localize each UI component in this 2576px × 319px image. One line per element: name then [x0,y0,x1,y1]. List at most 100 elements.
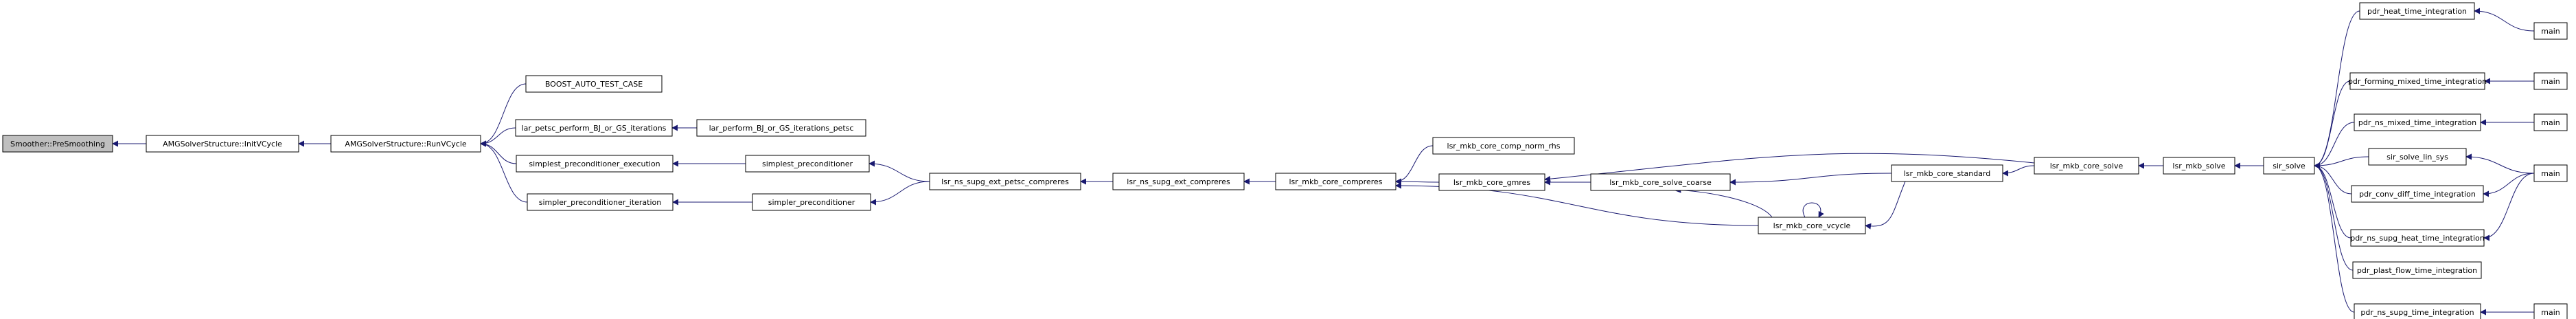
node-sir-solve[interactable]: sir_solve [2263,157,2315,175]
node-main4[interactable]: main [2533,164,2568,182]
node-label: sir_solve [2273,162,2305,170]
node-label: AMGSolverStructure::RunVCycle [345,140,467,148]
edge-main4-to-lin_sys [2465,153,2535,174]
node-label: main [2541,169,2560,178]
edge-main1-to-heat [2474,8,2535,32]
node-vcycle[interactable]: lsr_mkb_core_vcycle [1758,217,1866,234]
node-label: Smoother::PreSmoothing [10,140,105,148]
node-box [2354,113,2481,131]
node-box [1275,173,1396,190]
node-label: lar_petsc_perform_BJ_or_GS_iterations [522,124,667,133]
edge-simpler_iter-to-runvcycle [480,140,528,203]
node-box [1891,164,2003,182]
node-simplest-exec[interactable]: simplest_preconditioner_execution [516,155,674,173]
node-lar-petsc[interactable]: lar_petsc_perform_BJ_or_GS_iterations [515,119,673,137]
node-box [1438,173,1545,191]
node-label: pdr_conv_diff_time_integration [2359,190,2476,199]
edge-vcycle-to-mkb_compreres [1395,182,1759,226]
node-box [2349,72,2485,90]
node-label: lsr_mkb_solve [2172,162,2225,170]
node-box [2533,113,2568,131]
node-mkb-compreres[interactable]: lsr_mkb_core_compreres [1275,173,1396,190]
node-label: main [2541,308,2560,317]
node-label: main [2541,77,2560,86]
edge-lin_sys-to-sir_solve [2314,156,2369,169]
node-label: pdr_ns_supg_time_integration [2360,308,2474,317]
node-runvcycle[interactable]: AMGSolverStructure::RunVCycle [330,135,481,153]
node-label: pdr_forming_mixed_time_integration [2348,77,2487,86]
node-box [1112,173,1245,190]
node-lsr-petsc[interactable]: lsr_ns_supg_ext_petsc_compreres [929,173,1081,190]
node-boost[interactable]: BOOST_AUTO_TEST_CASE [525,75,663,93]
node-label: simpler_preconditioner_iteration [539,198,662,207]
node-box [515,119,673,137]
node-label: pdr_ns_supg_heat_time_integration [2350,234,2484,243]
node-simpler-iter[interactable]: simpler_preconditioner_iteration [527,193,674,211]
node-label: lsr_mkb_core_vcycle [1773,221,1851,230]
node-plast[interactable]: pdr_plast_flow_time_integration [2352,261,2482,279]
node-standard[interactable]: lsr_mkb_core_standard [1891,164,2003,182]
node-main5[interactable]: main [2533,303,2568,319]
node-box [1432,137,1575,155]
node-label: main [2541,118,2560,127]
node-heat[interactable]: pdr_heat_time_integration [2359,2,2475,20]
node-box [527,193,674,211]
node-box [929,173,1081,190]
edge-lsr_petsc-to-simpler [870,181,930,206]
node-lar-perform[interactable]: lar_perform_BJ_or_GS_iterations_petsc [696,119,866,137]
edge-vcycle-to-solve_coarse [1675,186,1773,218]
node-solve-coarse[interactable]: lsr_mkb_core_solve_coarse [1590,173,1731,191]
edge-standard-to-solve_coarse [1729,173,1892,186]
node-box [752,193,871,211]
edge-forming-to-sir_solve [2314,80,2351,169]
node-box [2533,164,2568,182]
node-mkb-solve[interactable]: lsr_mkb_solve [2163,157,2235,175]
node-lin-sys[interactable]: sir_solve_lin_sys [2368,148,2467,166]
node-main2[interactable]: main [2533,72,2568,90]
node-main1[interactable]: main [2533,22,2568,40]
edge-core_solve-to-standard [2002,165,2035,177]
node-presmoothing[interactable]: Smoother::PreSmoothing [2,135,113,153]
node-label: lsr_ns_supg_ext_compreres [1127,177,1230,186]
node-label: sir_solve_lin_sys [2387,153,2448,162]
node-label: lsr_mkb_core_solve_coarse [1609,178,1712,187]
node-box [2533,22,2568,40]
node-main3[interactable]: main [2533,113,2568,131]
edge-vcycle-self-loop [1802,202,1824,218]
node-conv-diff[interactable]: pdr_conv_diff_time_integration [2351,185,2484,203]
node-box [2163,157,2235,175]
node-box [2533,72,2568,90]
node-label: lsr_mkb_core_solve [2050,162,2124,170]
node-label: pdr_ns_mixed_time_integration [2358,118,2476,127]
node-box [2,135,113,153]
edge-main4-to-supg_heat [2483,173,2535,241]
node-box [146,135,299,153]
node-supg[interactable]: pdr_ns_supg_time_integration [2354,303,2481,319]
node-simpler[interactable]: simpler_preconditioner [752,193,871,211]
node-label: lsr_ns_supg_ext_petsc_compreres [941,177,1069,186]
edge-supg-to-sir_solve [2314,162,2355,313]
node-comp-norm[interactable]: lsr_mkb_core_comp_norm_rhs [1432,137,1575,155]
node-core-solve[interactable]: lsr_mkb_core_solve [2034,157,2139,175]
node-initvcycle[interactable]: AMGSolverStructure::InitVCycle [146,135,299,153]
edge-heat-to-sir_solve [2314,10,2360,169]
node-box [1758,217,1866,234]
node-box [2354,303,2481,319]
edge-comp_norm-to-mkb_compreres [1395,145,1434,185]
node-box [525,75,663,93]
edge-lsr_petsc-to-simplest [869,160,930,182]
node-box [516,155,674,173]
node-simplest[interactable]: simplest_preconditioner [745,155,870,173]
node-label: simplest_preconditioner [762,160,853,168]
node-label: lsr_mkb_core_standard [1904,169,1991,178]
node-label: lsr_mkb_core_comp_norm_rhs [1447,142,1561,151]
node-label: simplest_preconditioner_execution [529,160,660,168]
node-label: pdr_plast_flow_time_integration [2357,266,2477,275]
node-gmres[interactable]: lsr_mkb_core_gmres [1438,173,1545,191]
edge-lar_petsc-to-runvcycle [480,127,516,147]
node-supg-heat[interactable]: pdr_ns_supg_heat_time_integration [2350,229,2485,247]
node-lsr-compreres[interactable]: lsr_ns_supg_ext_compreres [1112,173,1245,190]
node-forming[interactable]: pdr_forming_mixed_time_integration [2348,72,2487,90]
node-ns-mixed[interactable]: pdr_ns_mixed_time_integration [2354,113,2481,131]
